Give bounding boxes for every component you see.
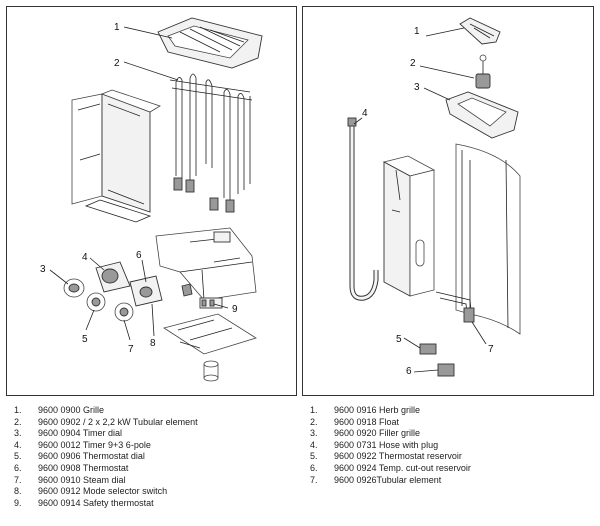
right-callout-4: 4 — [362, 108, 368, 119]
left-part-item: 2. 9600 0902 / 2 x 2,2 kW Tubular element — [14, 417, 198, 429]
part-description: 9600 0922 Thermostat reservoir — [334, 451, 462, 462]
right-part-item: 6. 9600 0924 Temp. cut-out reservoir — [310, 463, 471, 475]
left-callout-9: 9 — [232, 304, 238, 315]
right-callout-2: 2 — [410, 58, 416, 69]
tubular-element-part — [169, 73, 253, 213]
part-description: 9600 0902 / 2 x 2,2 kW Tubular element — [38, 416, 198, 427]
right-callout-7: 7 — [488, 344, 494, 355]
left-diagram-panel — [6, 6, 297, 396]
thermostat-reservoir-part — [419, 343, 437, 355]
part-number: 2. — [310, 416, 318, 427]
part-description: 9600 0012 Timer 9+3 6-pole — [38, 439, 151, 450]
right-callout-3: 3 — [414, 82, 420, 93]
control-box-part — [155, 227, 257, 301]
part-number: 8. — [14, 486, 22, 497]
base-plate-part — [163, 313, 257, 355]
left-callout-3: 3 — [40, 264, 46, 275]
left-leader-lines — [49, 26, 229, 341]
part-description: 9600 0906 Thermostat dial — [38, 451, 145, 462]
part-number: 3. — [310, 428, 318, 439]
left-callout-6: 6 — [136, 250, 142, 261]
part-description: 9600 0924 Temp. cut-out reservoir — [334, 462, 471, 473]
heater-housing-part — [71, 89, 161, 223]
oven-shell-part — [455, 143, 521, 335]
left-callout-4: 4 — [82, 252, 88, 263]
left-part-item: 7. 9600 0910 Steam dial — [14, 475, 198, 487]
part-number: 9. — [14, 497, 22, 508]
thermostat-dial-part — [86, 292, 106, 312]
part-description: 9600 0904 Timer dial — [38, 428, 123, 439]
safety-thermostat-part — [181, 283, 223, 309]
left-part-item: 3. 9600 0904 Timer dial — [14, 428, 198, 440]
right-leader-lines — [353, 27, 487, 373]
right-diagram-panel — [302, 6, 594, 396]
left-part-item: 8. 9600 0912 Mode selector switch — [14, 486, 198, 498]
left-part-item: 5. 9600 0906 Thermostat dial — [14, 451, 198, 463]
right-part-item: 3. 9600 0920 Filler grille — [310, 428, 471, 440]
part-description: 9600 0900 Grille — [38, 405, 105, 415]
left-callout-1: 1 — [114, 22, 120, 33]
left-part-item: 4. 9600 0012 Timer 9+3 6-pole — [14, 440, 198, 452]
part-number: 1. — [14, 405, 22, 415]
left-part-item: 9. 9600 0914 Safety thermostat — [14, 498, 198, 510]
filler-grille-part — [445, 91, 519, 139]
left-callout-2: 2 — [114, 58, 120, 69]
right-part-item: 4. 9600 0731 Hose with plug — [310, 440, 471, 452]
left-callout-8: 8 — [150, 338, 156, 349]
left-part-item: 6. 9600 0908 Thermostat — [14, 463, 198, 475]
part-description: 9600 0908 Thermostat — [38, 462, 129, 473]
part-description: 9600 0926Tubular element — [334, 474, 442, 485]
temp-cutout-reservoir-part — [437, 363, 455, 377]
reservoir-tubular-element-part — [435, 291, 475, 323]
part-number: 7. — [14, 474, 22, 485]
part-number: 1. — [310, 405, 318, 415]
right-parts-list: 1. 9600 0916 Herb grille 2. 9600 0918 Floa… — [310, 405, 471, 486]
float-part — [475, 54, 491, 89]
left-part-item: 1. 9600 0900 Grille — [14, 405, 198, 417]
part-description: 9600 0916 Herb grille — [334, 405, 421, 415]
right-callout-6: 6 — [406, 366, 412, 377]
steam-dial-part — [114, 302, 134, 322]
reservoir-part — [382, 155, 436, 297]
part-number: 2. — [14, 416, 22, 427]
timer-part — [95, 261, 131, 293]
part-description: 9600 0914 Safety thermostat — [38, 497, 154, 508]
right-callout-1: 1 — [414, 26, 420, 37]
part-number: 4. — [14, 439, 22, 450]
part-description: 9600 0910 Steam dial — [38, 474, 126, 485]
part-number: 3. — [14, 428, 22, 439]
part-number: 6. — [310, 462, 318, 473]
right-part-item: 1. 9600 0916 Herb grille — [310, 405, 471, 417]
thermostat-part — [129, 275, 163, 307]
timer-dial-part — [63, 278, 85, 298]
small-cylinder-part — [203, 360, 219, 382]
left-callout-7: 7 — [128, 344, 134, 355]
part-description: 9600 0912 Mode selector switch — [38, 486, 168, 497]
grille-part — [157, 17, 263, 69]
part-number: 7. — [310, 474, 318, 485]
right-part-item: 5. 9600 0922 Thermostat reservoir — [310, 451, 471, 463]
part-number: 5. — [310, 451, 318, 462]
right-part-item: 7. 9600 0926Tubular element — [310, 475, 471, 487]
hose-with-plug-part — [347, 117, 379, 301]
right-part-item: 2. 9600 0918 Float — [310, 417, 471, 429]
exploded-view-drawing: 1 2 3 4 5 6 7 8 9 — [40, 17, 521, 382]
right-callout-5: 5 — [396, 334, 402, 345]
part-description: 9600 0918 Float — [334, 416, 400, 427]
left-parts-list: 1. 9600 0900 Grille 2. 9600 0902 / 2 x 2,2… — [14, 405, 198, 509]
part-description: 9600 0731 Hose with plug — [334, 439, 439, 450]
part-number: 5. — [14, 451, 22, 462]
herb-grille-part — [459, 17, 501, 45]
part-number: 4. — [310, 439, 318, 450]
part-description: 9600 0920 Filler grille — [334, 428, 421, 439]
part-number: 6. — [14, 462, 22, 473]
left-callout-5: 5 — [82, 334, 88, 345]
